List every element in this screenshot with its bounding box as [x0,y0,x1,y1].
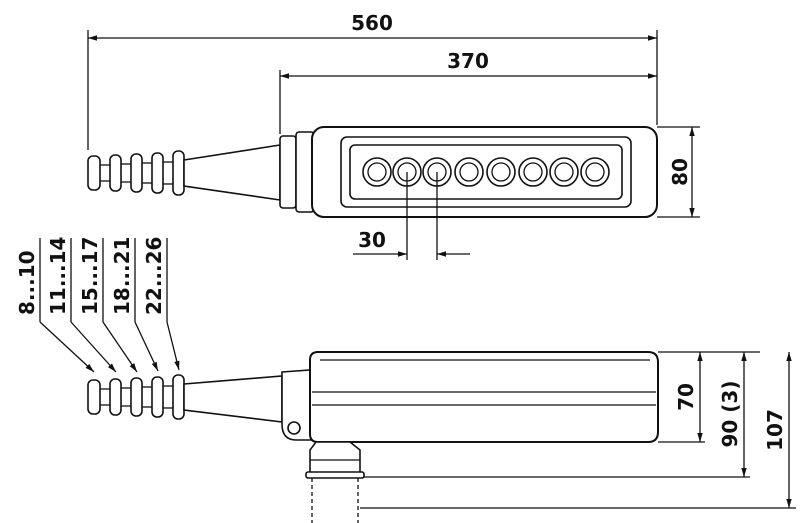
side-housing [309,351,659,443]
dim-body-height: 70 [658,351,760,443]
dim-label-30: 30 [358,228,386,252]
side-view [87,351,659,523]
gland-range-label: 18...21 [110,237,134,315]
dim-body-width: 80 [657,126,700,218]
dim-height-with-base: 90 (3) [364,352,750,478]
dim-label-70: 70 [674,383,698,411]
gland-range-label: 22...26 [142,237,166,315]
dim-label-370: 370 [447,49,489,73]
side-gland [87,374,185,420]
dim-button-pitch: 30 [353,172,470,260]
dim-label-560: 560 [351,11,393,35]
pushbutton [549,157,579,187]
cable-range-labels: 8...10 11...14 15...17 18...21 22...26 [15,237,180,373]
pushbutton [518,157,548,187]
top-cable-boot [183,144,281,201]
gland-range-label: 15...17 [78,237,102,315]
dim-body-length: 370 [279,49,657,134]
dim-label-90: 90 (3) [718,381,742,448]
dim-label-107: 107 [763,409,787,451]
dim-label-80: 80 [668,158,692,186]
dim-total-height: 107 [360,352,796,509]
pushbutton [362,157,392,187]
pushbutton [580,157,610,187]
dim-overall-length: 560 [87,11,658,150]
top-neck [279,135,297,209]
pushbutton [486,157,516,187]
pushbutton [454,157,484,187]
top-gland [87,150,185,196]
gland-range-label: 11...14 [46,237,70,315]
hanging-bracket [281,369,313,441]
side-connector [309,441,361,475]
top-view [87,126,658,218]
button-panel-inner [349,144,623,200]
side-cable-boot [183,375,283,423]
connector-extension-dashed [311,478,359,523]
gland-range-label: 8...10 [15,250,39,315]
